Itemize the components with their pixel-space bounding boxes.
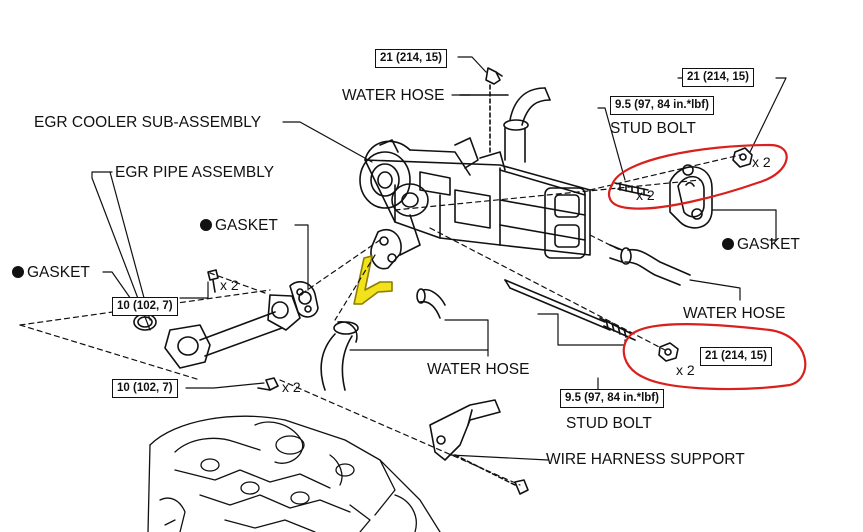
water-hose-right: [609, 244, 691, 286]
qty-right-nut: x 2: [752, 154, 771, 170]
egr-pipe: [164, 294, 301, 369]
torque-top-bolt: 21 (214, 15): [375, 49, 448, 69]
gasket-marker-icon: [12, 266, 24, 278]
label-stud-bolt-lower: STUD BOLT: [566, 415, 652, 432]
egr-cooler-body: [359, 137, 591, 259]
label-gasket-mid: GASKET: [200, 218, 278, 234]
gasket-right-text: GASKET: [737, 236, 800, 253]
label-gasket-right: GASKET: [722, 237, 800, 253]
label-water-hose-lower: WATER HOSE: [427, 361, 530, 378]
highlighted-water-pipe: [353, 255, 393, 305]
torque-pipe-bolt-lower: 10 (102, 7): [112, 379, 178, 399]
mid-gasket: [289, 281, 319, 318]
gasket-mid-text: GASKET: [215, 217, 278, 234]
lower-stud-bolt: [504, 279, 636, 341]
torque-right-nut: 21 (214, 15): [682, 68, 755, 88]
right-nut: [732, 147, 753, 168]
wire-harness-bracket: [429, 399, 529, 495]
top-bolt: [485, 67, 503, 85]
qty-stud-upper: x 2: [636, 187, 655, 203]
torque-lower-nut: 21 (214, 15): [700, 347, 773, 367]
engine-block: [147, 415, 441, 532]
label-water-hose-top: WATER HOSE: [342, 87, 445, 104]
highlight-circles: [608, 143, 807, 391]
qty-lower-nut: x 2: [676, 362, 695, 378]
leader-lines: [91, 56, 787, 461]
gasket-left-text: GASKET: [27, 264, 90, 281]
qty-pipe-bolt-lower: x 2: [282, 379, 301, 395]
gasket-marker-icon: [722, 238, 734, 250]
outlet-flange: [370, 229, 402, 270]
water-hose-lower: [320, 288, 446, 391]
torque-stud-lower: 9.5 (97, 84 in.*lbf): [560, 389, 664, 409]
label-water-hose-right: WATER HOSE: [683, 305, 786, 322]
label-wire-harness-support: WIRE HARNESS SUPPORT: [546, 451, 745, 468]
label-stud-bolt-upper: STUD BOLT: [610, 120, 696, 137]
highlight-upper-right: [608, 143, 788, 210]
gasket-marker-icon: [200, 219, 212, 231]
label-gasket-left: GASKET: [12, 265, 90, 281]
torque-pipe-bolt-upper: 10 (102, 7): [112, 297, 178, 317]
label-egr-pipe: EGR PIPE ASSEMBLY: [115, 164, 275, 181]
center-lines: [19, 154, 741, 486]
highlight-lower-right: [622, 323, 807, 391]
label-egr-cooler: EGR COOLER SUB-ASSEMBLY: [34, 114, 262, 131]
lower-nut: [658, 342, 679, 362]
torque-stud-upper: 9.5 (97, 84 in.*lbf): [610, 96, 714, 116]
upper-stud-bolt: [614, 182, 651, 197]
qty-pipe-bolt-upper: x 2: [220, 277, 239, 293]
pipe-bolt-upper: [207, 269, 219, 293]
right-gasket: [669, 164, 713, 229]
water-hose-top: [503, 87, 551, 163]
pipe-bolt-lower: [257, 377, 279, 391]
